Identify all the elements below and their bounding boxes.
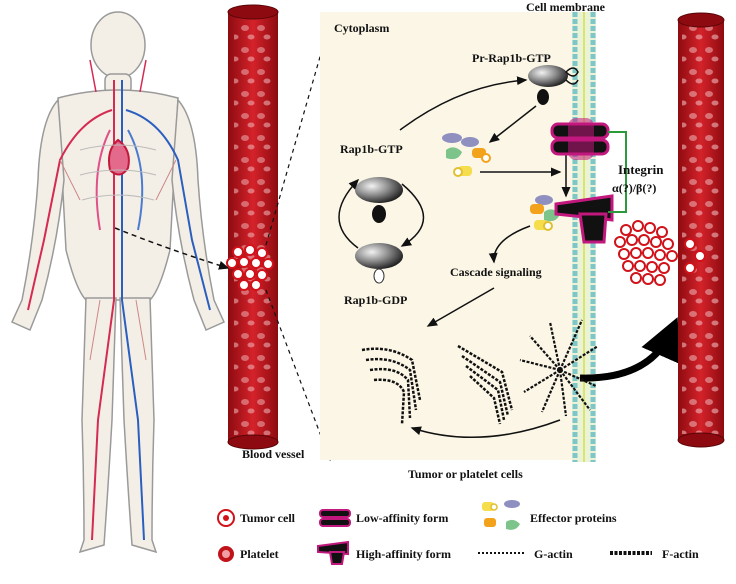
- legend-low-affinity-icon: [319, 509, 351, 527]
- cycle-arrow-right: [400, 183, 425, 247]
- label-integrin-subunits: α(?)/β(?): [612, 181, 656, 195]
- arrow-to-cascade: [488, 225, 531, 264]
- arrow-gtp-to-pr: [399, 76, 528, 131]
- legend-g-actin-label: G-actin: [534, 547, 573, 561]
- legend-high-affinity-icon: [317, 540, 349, 565]
- legend-tumor-cell-label: Tumor cell: [240, 511, 296, 525]
- legend-effector-proteins-label: Effector proteins: [530, 511, 617, 525]
- label-rap1b-gdp: Rap1b-GDP: [344, 293, 407, 307]
- label-blood-vessel: Blood vessel: [242, 447, 305, 461]
- integrin-bracket: [608, 131, 627, 213]
- rap1b-gtp-protein: [355, 177, 403, 223]
- rap1b-gdp-protein: [355, 243, 403, 284]
- body-right-arm: [171, 98, 225, 332]
- vascular-network: [27, 59, 211, 541]
- body-head: [90, 11, 146, 79]
- label-cascade-signaling: Cascade signaling: [450, 265, 542, 279]
- body-to-vessel-arrow: [114, 227, 230, 270]
- left-blood-vessel: [227, 4, 279, 450]
- integrin-high-affinity: [554, 194, 614, 244]
- legend-low-affinity-label: Low-affinity form: [356, 511, 448, 525]
- legend-tumor-cell-icon: [217, 509, 235, 527]
- zoom-line-bottom: [265, 289, 331, 462]
- f-actin-aster: [519, 319, 599, 417]
- arrow-pr-to-effectors: [488, 105, 537, 143]
- label-pr-rap1b-gtp: Pr-Rap1b-GTP: [472, 51, 551, 65]
- legend-platelet-label: Platelet: [240, 547, 279, 561]
- label-cytoplasm: Cytoplasm: [334, 21, 389, 35]
- label-rap1b-gtp: Rap1b-GTP: [340, 142, 403, 156]
- effector-proteins-cluster-2: [530, 195, 560, 231]
- cytoplasm-panel: [320, 12, 574, 460]
- label-cell-membrane: Cell membrane: [526, 0, 606, 14]
- right-blood-vessel: [677, 12, 725, 448]
- legend-f-actin-label: F-actin: [662, 547, 699, 561]
- right-tumor-platelet-aggregate: [614, 220, 706, 286]
- effector-proteins-cluster-1: [442, 133, 491, 177]
- label-tumor-platelet-cells: Tumor or platelet cells: [408, 467, 523, 481]
- pr-rap1b-gtp-protein: [528, 65, 579, 105]
- arrow-actin-feedback: [410, 419, 561, 438]
- f-actin-bundle-2: [457, 344, 514, 425]
- legend-effector-proteins-icon: [482, 500, 520, 530]
- cycle-arrow-left: [338, 178, 360, 249]
- human-body-illustration: [11, 11, 225, 554]
- integrin-low-affinity: [550, 118, 610, 160]
- arrow-cascade-to-actin: [426, 287, 495, 327]
- f-actin-bundle-1: [361, 347, 422, 425]
- legend-high-affinity-label: High-affinity form: [356, 547, 451, 561]
- left-tumor-cluster: [226, 244, 274, 291]
- legend: Tumor cell Platelet Low-affinity form Hi…: [217, 500, 699, 565]
- label-integrin: Integrin: [618, 162, 664, 177]
- arrow-actin-to-vessel: [579, 317, 680, 382]
- legend-platelet-icon: [218, 546, 234, 562]
- zoom-line-top: [265, 20, 332, 246]
- body-left-arm: [11, 98, 65, 332]
